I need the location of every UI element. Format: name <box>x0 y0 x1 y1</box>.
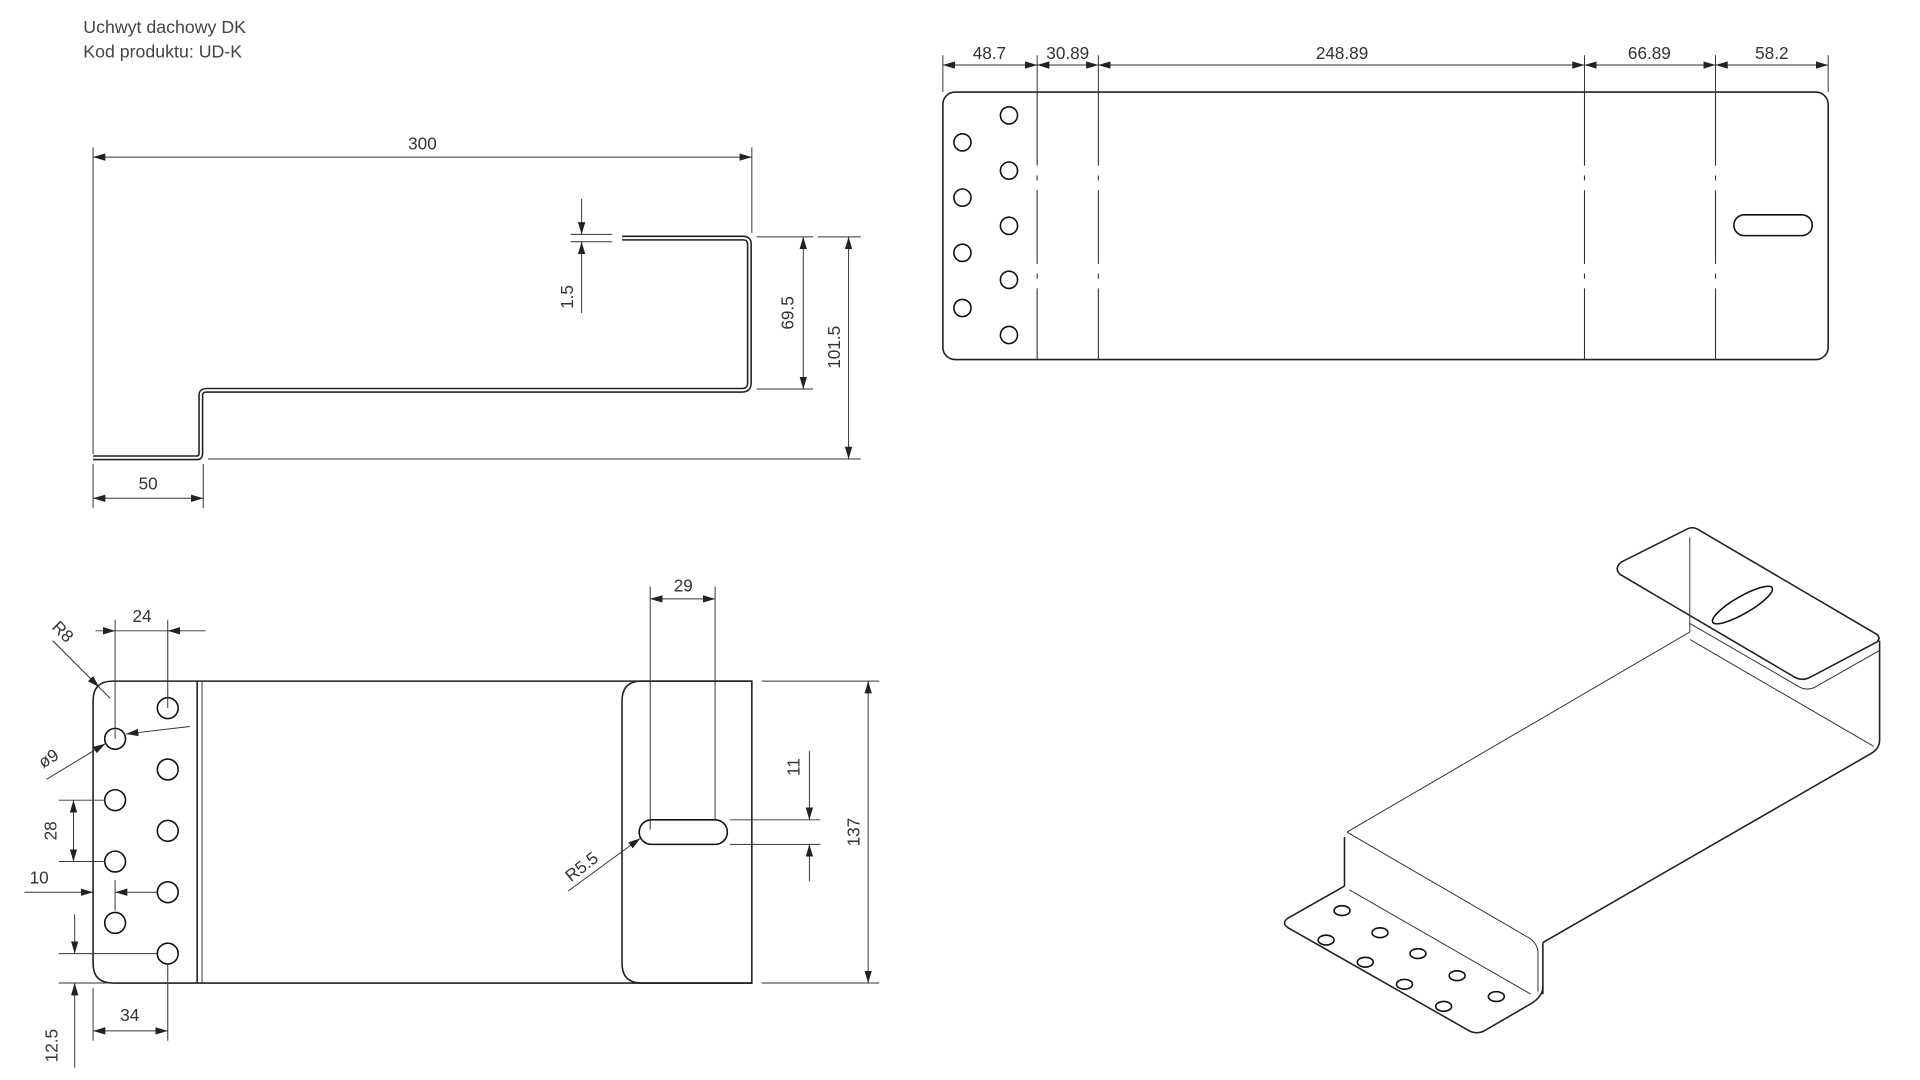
side-profile <box>93 235 752 461</box>
isometric-view <box>1283 526 1881 1034</box>
flat-slot <box>1733 213 1814 237</box>
dim-length: 300 <box>408 134 437 154</box>
product-code: Kod produktu: UD-K <box>83 42 242 62</box>
dim-edge-bottom: 12.5 <box>42 1029 62 1062</box>
plan-view: 24 R8 ø9 28 10 12.5 34 29 <box>24 576 880 1068</box>
dim-foot: 50 <box>139 474 158 494</box>
dim-total-height: 101.5 <box>824 326 844 369</box>
dim-thickness: 1.5 <box>557 285 577 309</box>
dim-hole-diameter: ø9 <box>34 744 62 772</box>
dim-hole-x: 34 <box>120 1005 140 1025</box>
plan-slot <box>638 819 729 846</box>
dim-edge-offset: 10 <box>30 868 49 888</box>
drawing-title: Uchwyt dachowy DK <box>83 17 246 37</box>
dim-slot-radius: R5.5 <box>561 848 602 886</box>
dim-slot-width: 11 <box>784 758 804 776</box>
flat-dim-2: 30.89 <box>1046 43 1089 63</box>
dim-corner-radius: R8 <box>48 617 78 647</box>
plan-holes <box>103 696 179 965</box>
dim-width: 137 <box>844 818 864 847</box>
flat-dim-1: 48.7 <box>973 43 1006 63</box>
dim-hole-spacing: 24 <box>133 606 153 626</box>
side-view: 300 50 1.5 69.5 101.5 <box>92 134 861 509</box>
dim-hole-pitch: 28 <box>40 821 60 840</box>
iso-holes <box>1317 904 1506 1013</box>
dim-upper-height: 69.5 <box>777 296 797 329</box>
flat-holes <box>953 105 1019 345</box>
flat-view: 48.7 30.89 248.89 66.89 58.2 <box>942 43 1829 361</box>
dim-slot-length: 29 <box>674 576 693 596</box>
flat-dim-5: 58.2 <box>1755 43 1788 63</box>
flat-dim-4: 66.89 <box>1628 43 1671 63</box>
flat-dim-3: 248.89 <box>1316 43 1368 63</box>
